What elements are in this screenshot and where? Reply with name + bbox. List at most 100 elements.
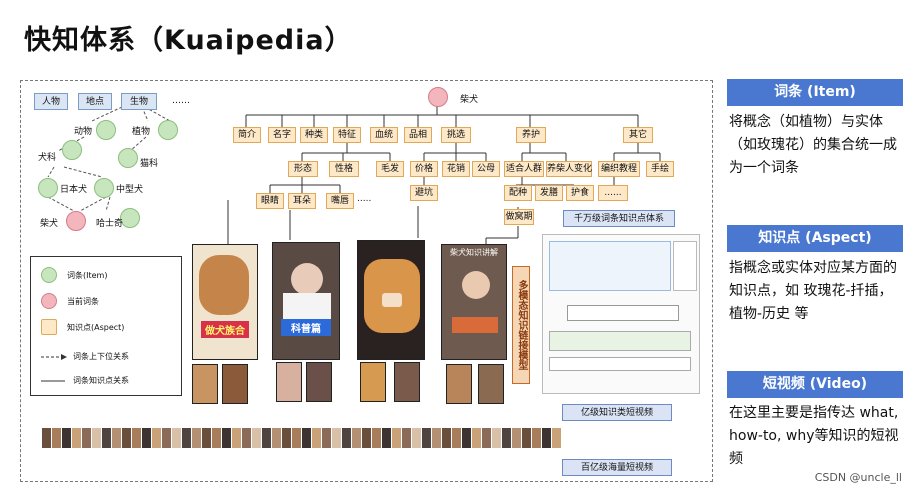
mass-video-thumb[interactable] bbox=[232, 428, 241, 448]
legend-item-label: 词条(Item) bbox=[67, 270, 108, 280]
mass-video-thumb[interactable] bbox=[422, 428, 431, 448]
encoder-block bbox=[567, 305, 679, 321]
mass-video-thumb[interactable] bbox=[162, 428, 171, 448]
mass-video-thumb[interactable] bbox=[132, 428, 141, 448]
video-card-4[interactable]: 柴犬知识讲解 bbox=[441, 244, 507, 360]
mass-video-thumb[interactable] bbox=[212, 428, 221, 448]
aspect-pick: 挑选 bbox=[441, 127, 471, 143]
mass-video-thumb[interactable] bbox=[62, 428, 71, 448]
mass-video-thumb[interactable] bbox=[202, 428, 211, 448]
video-caption-1: 做犬族合 bbox=[201, 321, 249, 338]
kb-list-thumbnail bbox=[673, 241, 697, 291]
mass-video-thumb[interactable] bbox=[392, 428, 401, 448]
mass-video-thumb[interactable] bbox=[182, 428, 191, 448]
mass-video-thumb[interactable] bbox=[312, 428, 321, 448]
mass-video-thumb[interactable] bbox=[532, 428, 541, 448]
mass-video-thumb[interactable] bbox=[442, 428, 451, 448]
mass-video-thumb[interactable] bbox=[82, 428, 91, 448]
node-plant bbox=[158, 120, 178, 140]
input-block bbox=[549, 357, 691, 371]
mass-video-thumb[interactable] bbox=[152, 428, 161, 448]
watermark: CSDN @uncle_ll bbox=[814, 471, 902, 484]
mass-video-thumb[interactable] bbox=[192, 428, 201, 448]
mass-video-thumb[interactable] bbox=[272, 428, 281, 448]
mass-video-thumb[interactable] bbox=[262, 428, 271, 448]
aspect-knitting: 编织教程 bbox=[598, 161, 640, 177]
mass-video-thumb[interactable] bbox=[172, 428, 181, 448]
node-canine-label: 犬科 bbox=[38, 153, 57, 163]
mass-video-thumb[interactable] bbox=[102, 428, 111, 448]
thumb-6[interactable] bbox=[394, 362, 420, 402]
mass-video-thumb[interactable] bbox=[302, 428, 311, 448]
mass-video-thumb[interactable] bbox=[282, 428, 291, 448]
mass-video-thumb[interactable] bbox=[342, 428, 351, 448]
mass-video-thumb[interactable] bbox=[512, 428, 521, 448]
mass-video-thumb[interactable] bbox=[322, 428, 331, 448]
mass-video-thumb[interactable] bbox=[292, 428, 301, 448]
node-medium-dog-label: 中型犬 bbox=[116, 185, 144, 195]
legend-hypernym-label: 词条上下位关系 bbox=[73, 352, 129, 361]
node-feline-label: 猫科 bbox=[140, 159, 159, 169]
mass-video-thumb[interactable] bbox=[42, 428, 51, 448]
model-architecture-figure bbox=[542, 234, 700, 394]
mass-video-thumb[interactable] bbox=[452, 428, 461, 448]
aspect-intro: 简介 bbox=[233, 127, 261, 143]
mass-video-thumb[interactable] bbox=[542, 428, 551, 448]
mass-video-thumb[interactable] bbox=[92, 428, 101, 448]
mass-video-thumb[interactable] bbox=[332, 428, 341, 448]
mass-video-thumb[interactable] bbox=[122, 428, 131, 448]
node-animal bbox=[96, 120, 116, 140]
text-video: 在这里主要是指传达 what, how-to, why等知识的短视频 bbox=[729, 405, 899, 467]
thumb-8[interactable] bbox=[478, 364, 504, 404]
thumb-4[interactable] bbox=[306, 362, 332, 402]
aspect-lineage: 血统 bbox=[370, 127, 398, 143]
video-link-lines bbox=[227, 200, 519, 244]
tree-root-label: 柴犬 bbox=[460, 95, 479, 105]
thumb-3[interactable] bbox=[276, 362, 302, 402]
mass-video-thumb[interactable] bbox=[552, 428, 561, 448]
mass-video-thumb[interactable] bbox=[52, 428, 61, 448]
mass-video-thumb[interactable] bbox=[492, 428, 501, 448]
aspect-lips: 嘴唇 bbox=[326, 193, 354, 209]
mass-videos-banner: 百亿级海量短视频 bbox=[562, 459, 672, 476]
thumb-5[interactable] bbox=[360, 362, 386, 402]
mass-video-thumb[interactable] bbox=[352, 428, 361, 448]
mass-video-thumb[interactable] bbox=[402, 428, 411, 448]
mass-video-thumb[interactable] bbox=[382, 428, 391, 448]
video-card-2[interactable]: 科普篇 bbox=[272, 242, 340, 360]
aspect-breeding: 配种 bbox=[504, 185, 532, 201]
play-icon[interactable] bbox=[382, 293, 402, 307]
video-card-1[interactable]: 做犬族合 bbox=[192, 244, 258, 360]
thumb-1[interactable] bbox=[192, 364, 218, 404]
legend: 词条(Item) 当前词条 知识点(Aspect) 词条上下位关系 词条知识点关… bbox=[30, 256, 182, 396]
solid-line-icon bbox=[41, 380, 65, 381]
aspect-gender: 公母 bbox=[472, 161, 500, 177]
thumb-2[interactable] bbox=[222, 364, 248, 404]
video-caption-2: 科普篇 bbox=[281, 319, 331, 336]
aspect-owner-change: 养柴人变化 bbox=[546, 161, 592, 177]
page-title: 快知体系（Kuaipedia） bbox=[24, 25, 353, 56]
mass-video-thumb[interactable] bbox=[252, 428, 261, 448]
mass-video-thumb[interactable] bbox=[412, 428, 421, 448]
mass-video-thumb[interactable] bbox=[502, 428, 511, 448]
diagram-frame bbox=[20, 80, 713, 482]
video-card-3[interactable] bbox=[357, 240, 425, 360]
mass-video-thumb[interactable] bbox=[142, 428, 151, 448]
mass-video-thumb[interactable] bbox=[72, 428, 81, 448]
mass-video-thumb[interactable] bbox=[362, 428, 371, 448]
heading-aspect: 知识点 (Aspect) bbox=[727, 225, 903, 252]
legend-aspect: 知识点(Aspect) bbox=[41, 319, 124, 335]
text-item: 将概念（如植物）与实体（如玫瑰花）的集合统一成为一个词条 bbox=[729, 114, 897, 176]
mass-video-thumb[interactable] bbox=[372, 428, 381, 448]
thumb-7[interactable] bbox=[446, 364, 472, 404]
node-shiba-current bbox=[66, 211, 86, 231]
mass-video-thumb[interactable] bbox=[522, 428, 531, 448]
mass-video-thumb[interactable] bbox=[432, 428, 441, 448]
mass-video-thumb[interactable] bbox=[462, 428, 471, 448]
mass-video-thumb[interactable] bbox=[482, 428, 491, 448]
mass-video-thumb[interactable] bbox=[222, 428, 231, 448]
mass-video-thumb[interactable] bbox=[112, 428, 121, 448]
mass-video-thumb[interactable] bbox=[472, 428, 481, 448]
aspect-type: 种类 bbox=[300, 127, 328, 143]
mass-video-thumb[interactable] bbox=[242, 428, 251, 448]
